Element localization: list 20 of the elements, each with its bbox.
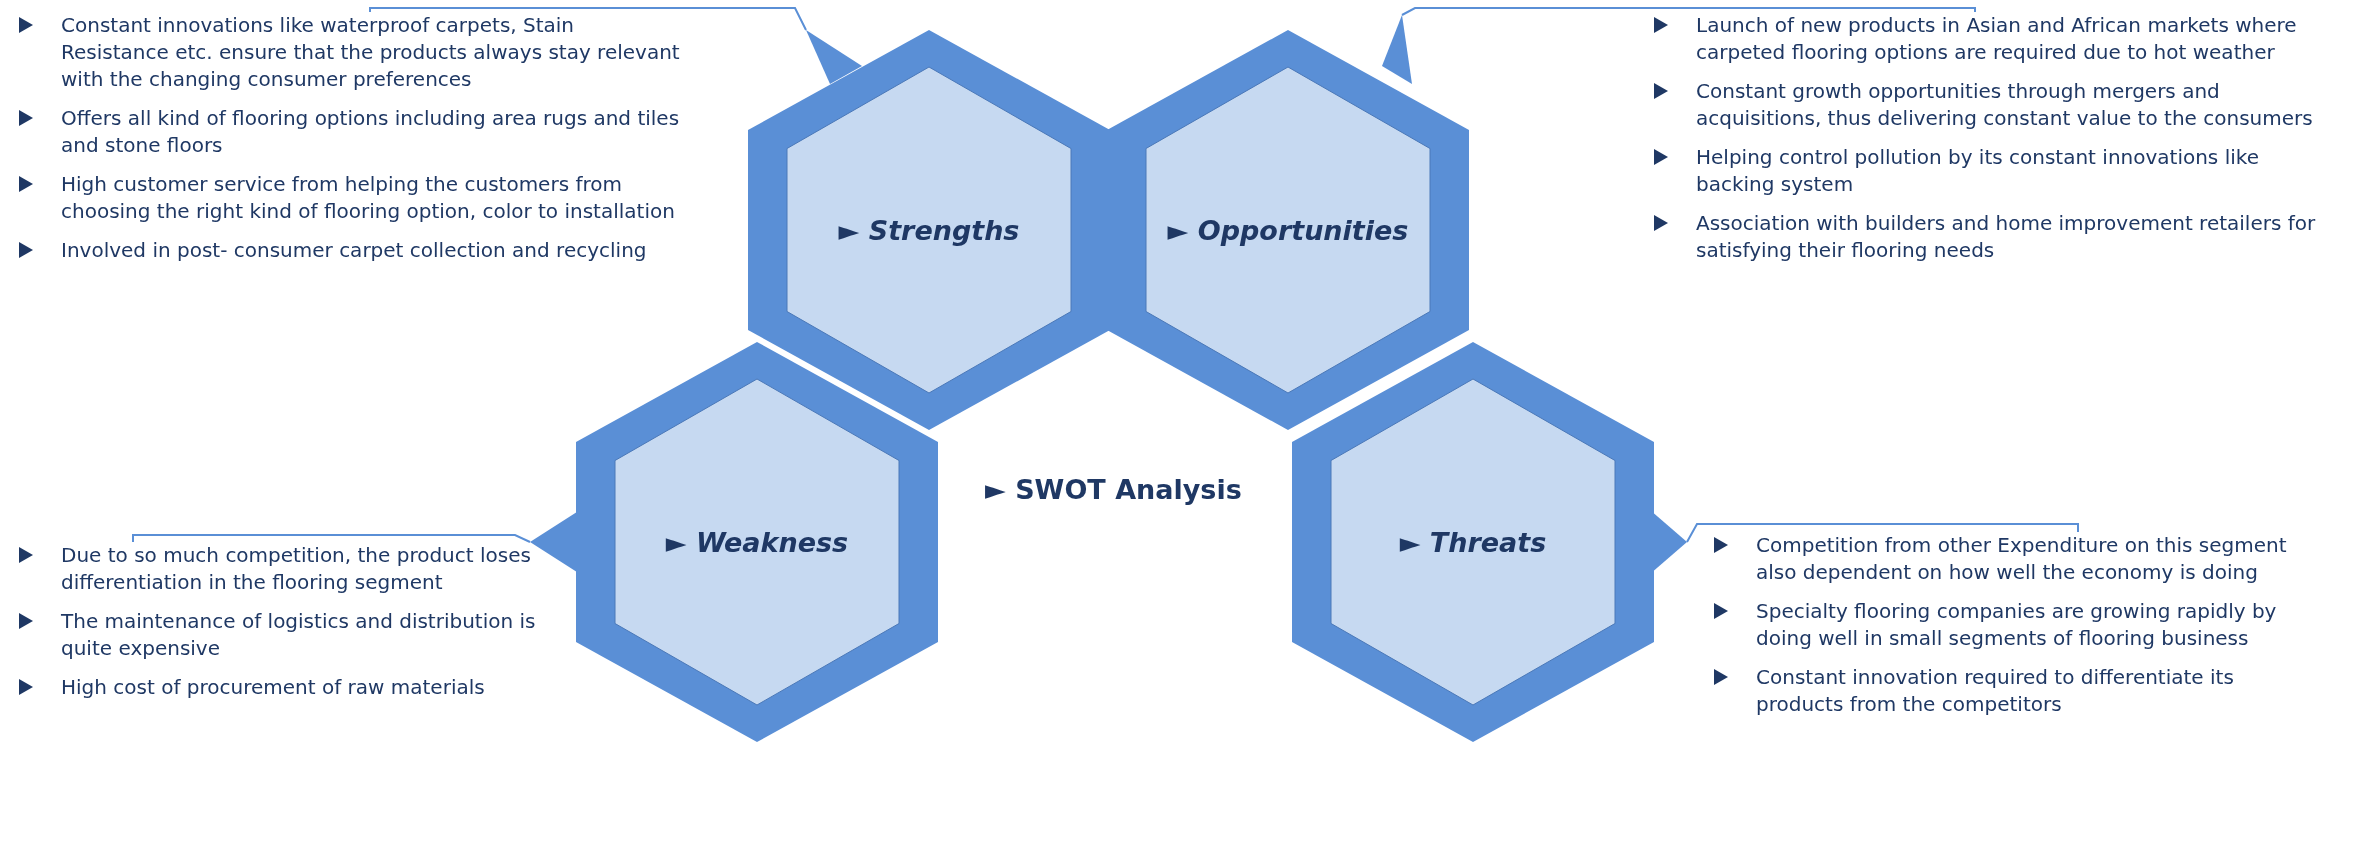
bullet-text: Due to so much competition, the product loses differentiation in the flooring segment [61, 542, 532, 596]
bullet-text: The maintenance of logistics and distribution is quite expensive [61, 608, 537, 662]
diagram-title: ► SWOT Analysis [985, 474, 1242, 505]
bullet-text: Constant growth opportunities through mergers and acquisitions, thus delivering constant value to the consumers [1696, 78, 2314, 132]
leader-line [132, 534, 531, 543]
bullet-text: Constant innovation required to differentiate its products from the competitors [1756, 664, 2235, 718]
bullet-text: High cost of procurement of raw materials [61, 674, 485, 701]
bullet-text: Launch of new products in Asian and African markets where carpeted flooring options are required due to hot weather [1696, 12, 2298, 66]
bullet-text: Helping control pollution by its constant innovations like backing system [1696, 144, 2260, 198]
bullet-text: Offers all kind of flooring options including area rugs and tiles and stone floors [61, 105, 681, 159]
bullet-text: High customer service from helping the customers from choosing the right kind of flooring option, color to installation [61, 171, 676, 225]
bullet-text: Competition from other Expenditure on this segment also dependent on how well the economy is doing [1756, 532, 2288, 586]
bullet-text: Involved in post- consumer carpet collection and recycling [61, 237, 647, 264]
leader-line [1401, 7, 1976, 16]
bullet-text: Constant innovations like waterproof carpets, Stain Resistance etc. ensure that the products always stay relevant with the changing consumer preferences [61, 12, 681, 93]
bullet-text: Association with builders and home improvement retailers for satisfying their flooring needs [1696, 210, 2317, 264]
leader-line [1686, 523, 2079, 543]
hexagon-label: ► Strengths [837, 214, 1021, 246]
bullet-text: Specialty flooring companies are growing rapidly by doing well in small segments of flooring business [1756, 598, 2278, 652]
leader-line [369, 7, 807, 31]
